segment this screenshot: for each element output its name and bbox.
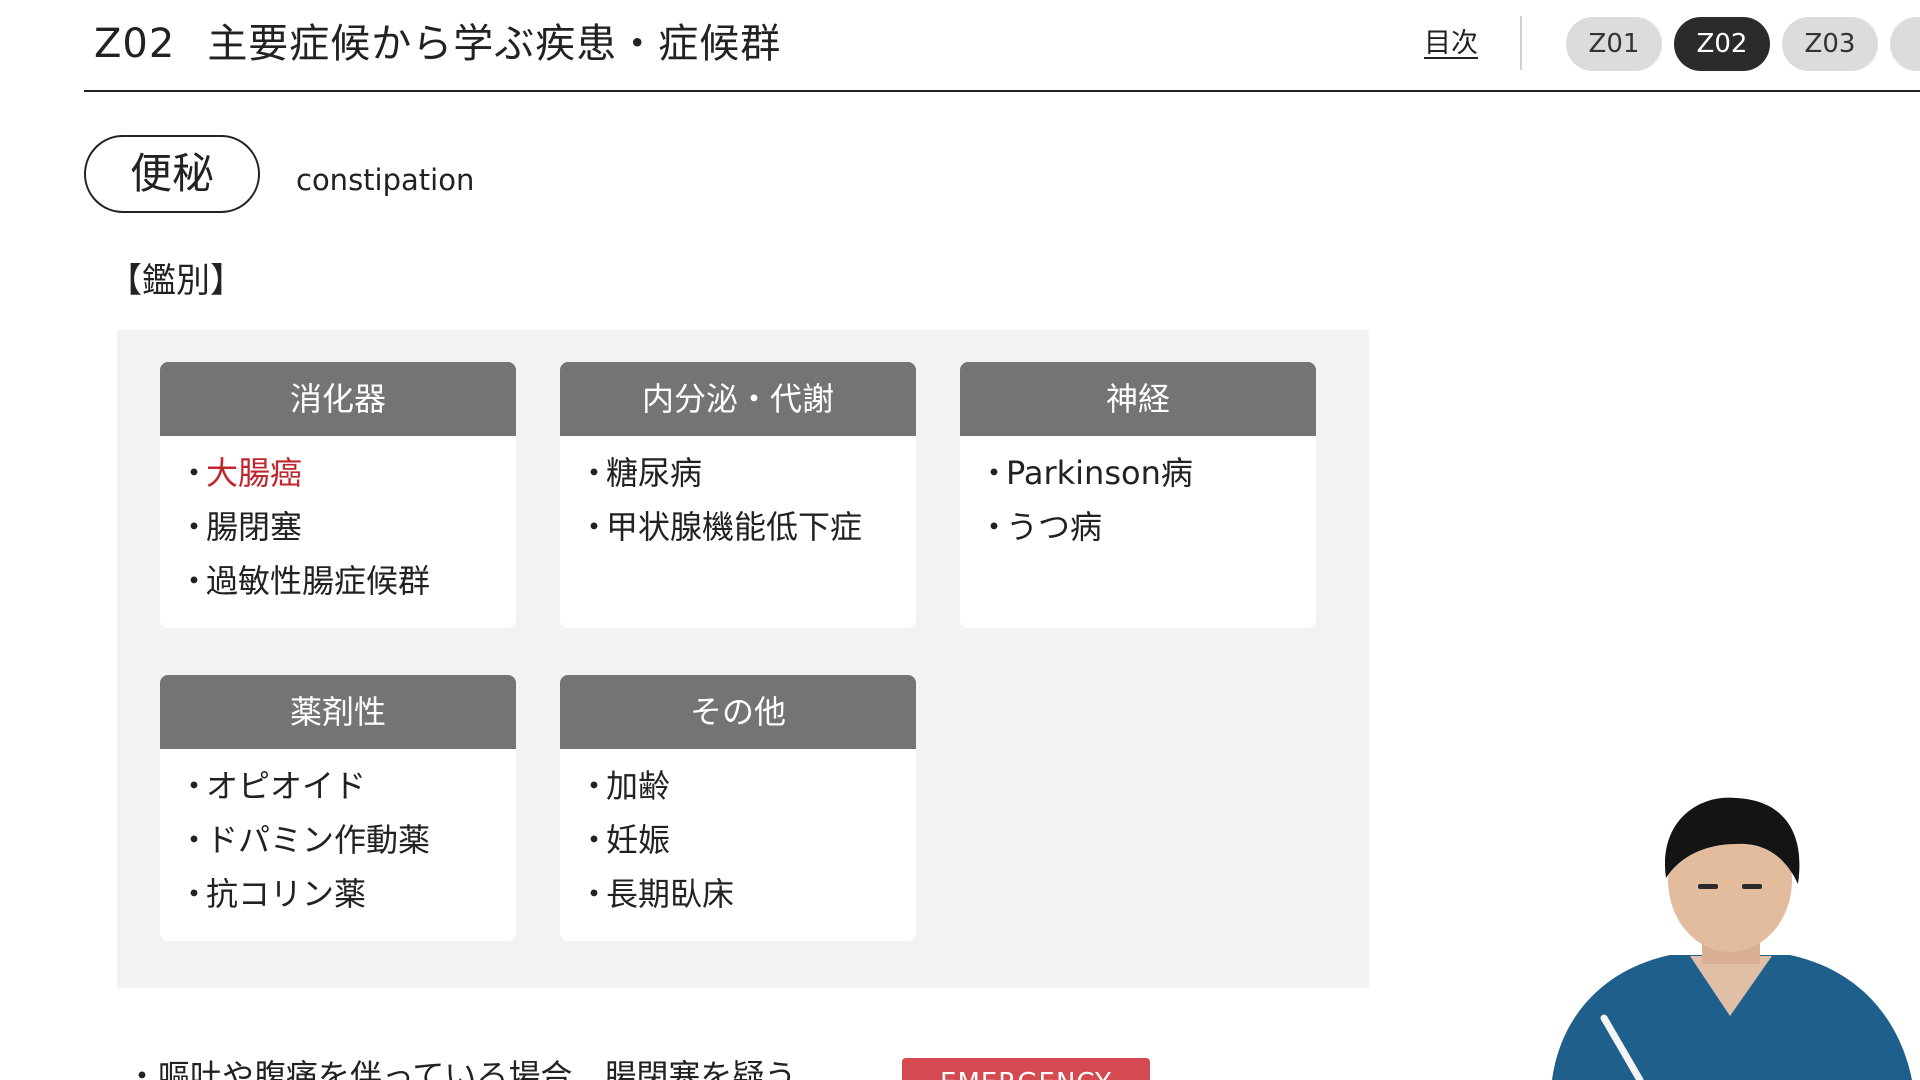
list-item: ・長期臥床 <box>578 875 735 913</box>
card-list: ・Parkinson病 ・うつ病 <box>960 436 1316 554</box>
card-title: 神経 <box>960 362 1316 436</box>
list-item: ・オピオイド <box>178 767 367 805</box>
bottom-note: ・嘔吐や腹痛を伴っている場合、腸閉塞を疑う <box>126 1057 797 1080</box>
list-item: ・大腸癌 <box>178 454 303 492</box>
card-gastrointestinal: 消化器 ・大腸癌 ・腸閉塞 ・過敏性腸症候群 <box>160 362 516 628</box>
chapter-tab-z03[interactable]: Z03 <box>1782 17 1878 71</box>
card-list: ・糖尿病 ・甲状腺機能低下症 <box>560 436 916 554</box>
presenter-hair <box>1665 797 1800 884</box>
presenter-body <box>1552 955 1912 1080</box>
list-item: ・過敏性腸症候群 <box>178 562 431 600</box>
list-item: ・Parkinson病 <box>978 454 1193 492</box>
differential-panel: 消化器 ・大腸癌 ・腸閉塞 ・過敏性腸症候群 内分泌・代謝 ・糖尿病 ・甲状腺機… <box>117 330 1369 988</box>
card-endocrine-metabolic: 内分泌・代謝 ・糖尿病 ・甲状腺機能低下症 <box>560 362 916 628</box>
list-item: ・ドパミン作動薬 <box>178 821 431 859</box>
presenter-eye-left <box>1698 884 1718 889</box>
list-item: ・うつ病 <box>978 508 1103 546</box>
toc-link[interactable]: 目次 <box>1424 28 1478 59</box>
card-drug-induced: 薬剤性 ・オピオイド ・ドパミン作動薬 ・抗コリン薬 <box>160 675 516 941</box>
header-rule <box>84 90 1920 92</box>
chapter-tab-z01[interactable]: Z01 <box>1566 17 1662 71</box>
presenter-video <box>1552 797 1912 1080</box>
chapter-tab-z02[interactable]: Z02 <box>1674 17 1770 71</box>
emergency-badge: EMERGENCY <box>902 1058 1150 1080</box>
card-other: その他 ・加齢 ・妊娠 ・長期臥床 <box>560 675 916 941</box>
card-list: ・加齢 ・妊娠 ・長期臥床 <box>560 749 916 921</box>
card-title: 内分泌・代謝 <box>560 362 916 436</box>
header-divider <box>1520 16 1522 70</box>
topic-title-en: constipation <box>296 163 475 197</box>
card-title: 消化器 <box>160 362 516 436</box>
presenter-eye-right <box>1742 884 1762 889</box>
list-item: ・甲状腺機能低下症 <box>578 508 863 546</box>
chapter-title: 主要症候から学ぶ疾患・症候群 <box>207 21 782 67</box>
card-list: ・オピオイド ・ドパミン作動薬 ・抗コリン薬 <box>160 749 516 921</box>
list-item: ・妊娠 <box>578 821 671 859</box>
presenter-pen <box>1600 1014 1644 1080</box>
list-item: ・糖尿病 <box>578 454 703 492</box>
card-title: 薬剤性 <box>160 675 516 749</box>
chapter-code: Z02 <box>94 21 176 67</box>
card-title: その他 <box>560 675 916 749</box>
list-item: ・抗コリン薬 <box>178 875 367 913</box>
page-title: Z02 主要症候から学ぶ疾患・症候群 <box>94 16 781 72</box>
chapter-tab-next[interactable]: Z <box>1890 17 1920 71</box>
presenter-collar <box>1690 956 1772 1016</box>
topic-title-jp: 便秘 <box>84 135 260 213</box>
list-item: ・腸閉塞 <box>178 508 303 546</box>
card-list: ・大腸癌 ・腸閉塞 ・過敏性腸症候群 <box>160 436 516 608</box>
card-neurological: 神経 ・Parkinson病 ・うつ病 <box>960 362 1316 628</box>
section-label: 【鑑別】 <box>108 261 244 301</box>
list-item: ・加齢 <box>578 767 671 805</box>
